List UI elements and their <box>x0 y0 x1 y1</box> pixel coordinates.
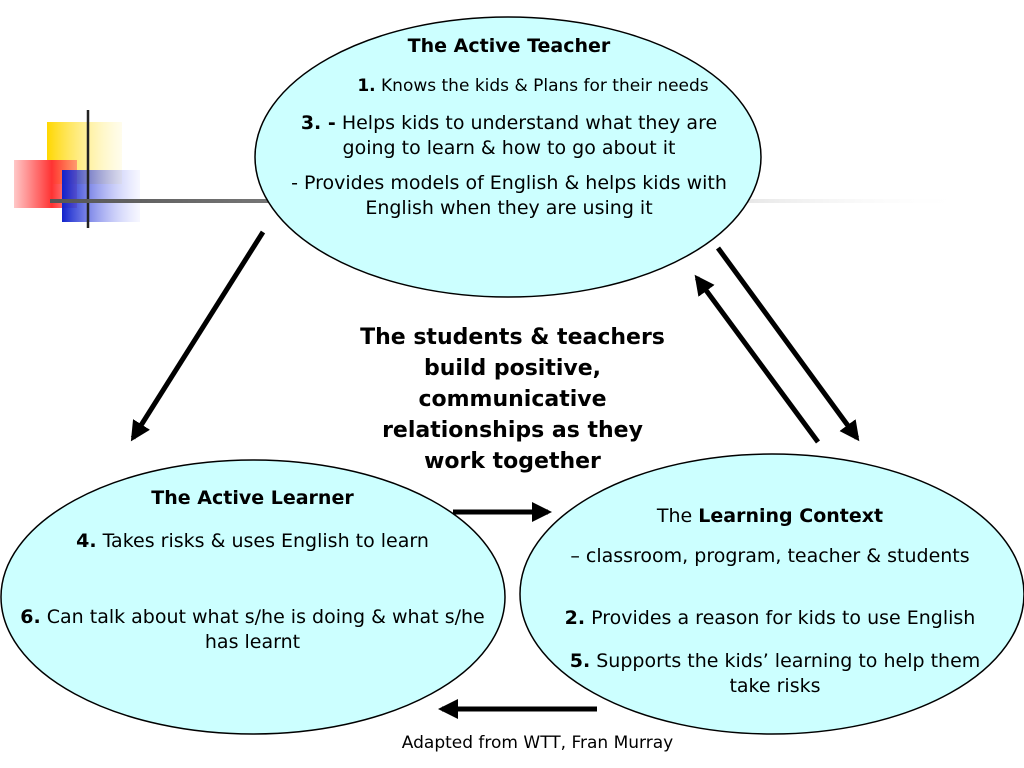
center-caption: The students & teachers build positive, … <box>360 325 665 474</box>
teacher-item-1: 1. Knows the kids & Plans for their need… <box>270 74 748 99</box>
arrow-teacher-to-learner <box>130 230 266 442</box>
teacher-item-3-number: 3. - <box>300 112 336 134</box>
learner-item-6: 6. Can talk about what s/he is doing & w… <box>15 605 490 655</box>
teacher-node: The Active Teacher 1. Knows the kids & P… <box>270 34 748 221</box>
learner-item-6-text: Can talk about what s/he is doing & what… <box>46 606 485 653</box>
learner-ellipse <box>0 459 506 735</box>
context-title-bold: Learning Context <box>698 505 884 527</box>
context-ellipse <box>519 453 1024 735</box>
teacher-item-3b: - Provides models of English & helps kid… <box>291 172 727 219</box>
arrow-teacher-to-context <box>715 246 860 442</box>
learner-item-4: 4. Takes risks & uses English to learn <box>15 529 490 554</box>
context-item-2-text: Provides a reason for kids to use Englis… <box>591 607 976 629</box>
learner-item-4-text: Takes risks & uses English to learn <box>102 530 429 552</box>
teacher-ellipse <box>254 16 762 298</box>
teacher-item-1-text: Knows the kids & Plans for their needs <box>381 76 709 96</box>
teacher-item-1-number: 1. <box>357 76 376 96</box>
learner-node: The Active Learner 4. Takes risks & uses… <box>15 486 490 655</box>
context-item-5-text: Supports the kids’ learning to help them… <box>596 650 981 697</box>
context-node: The Learning Context – classroom, progra… <box>530 504 1010 699</box>
context-item-5: 5. Supports the kids’ learning to help t… <box>530 649 1010 699</box>
deco-blue-square <box>62 170 140 222</box>
context-item-2: 2. Provides a reason for kids to use Eng… <box>530 606 1010 631</box>
learner-item-4-number: 4. <box>76 530 97 552</box>
context-title: The Learning Context <box>530 504 1010 529</box>
context-subtitle: – classroom, program, teacher & students <box>570 545 970 567</box>
teacher-item-3: 3. - Helps kids to understand what they … <box>270 111 748 161</box>
arrow-context-to-teacher <box>694 274 821 444</box>
context-item-2-number: 2. <box>564 607 586 629</box>
learner-item-6-number: 6. <box>20 606 41 628</box>
context-item-5-number: 5. <box>569 650 591 672</box>
context-title-prefix: The <box>656 505 693 527</box>
learner-title: The Active Learner <box>151 487 354 509</box>
teacher-title: The Active Teacher <box>407 35 611 57</box>
teacher-item-3-text: Helps kids to understand what they are g… <box>341 112 718 159</box>
credit-text: Adapted from WTT, Fran Murray <box>401 733 674 753</box>
